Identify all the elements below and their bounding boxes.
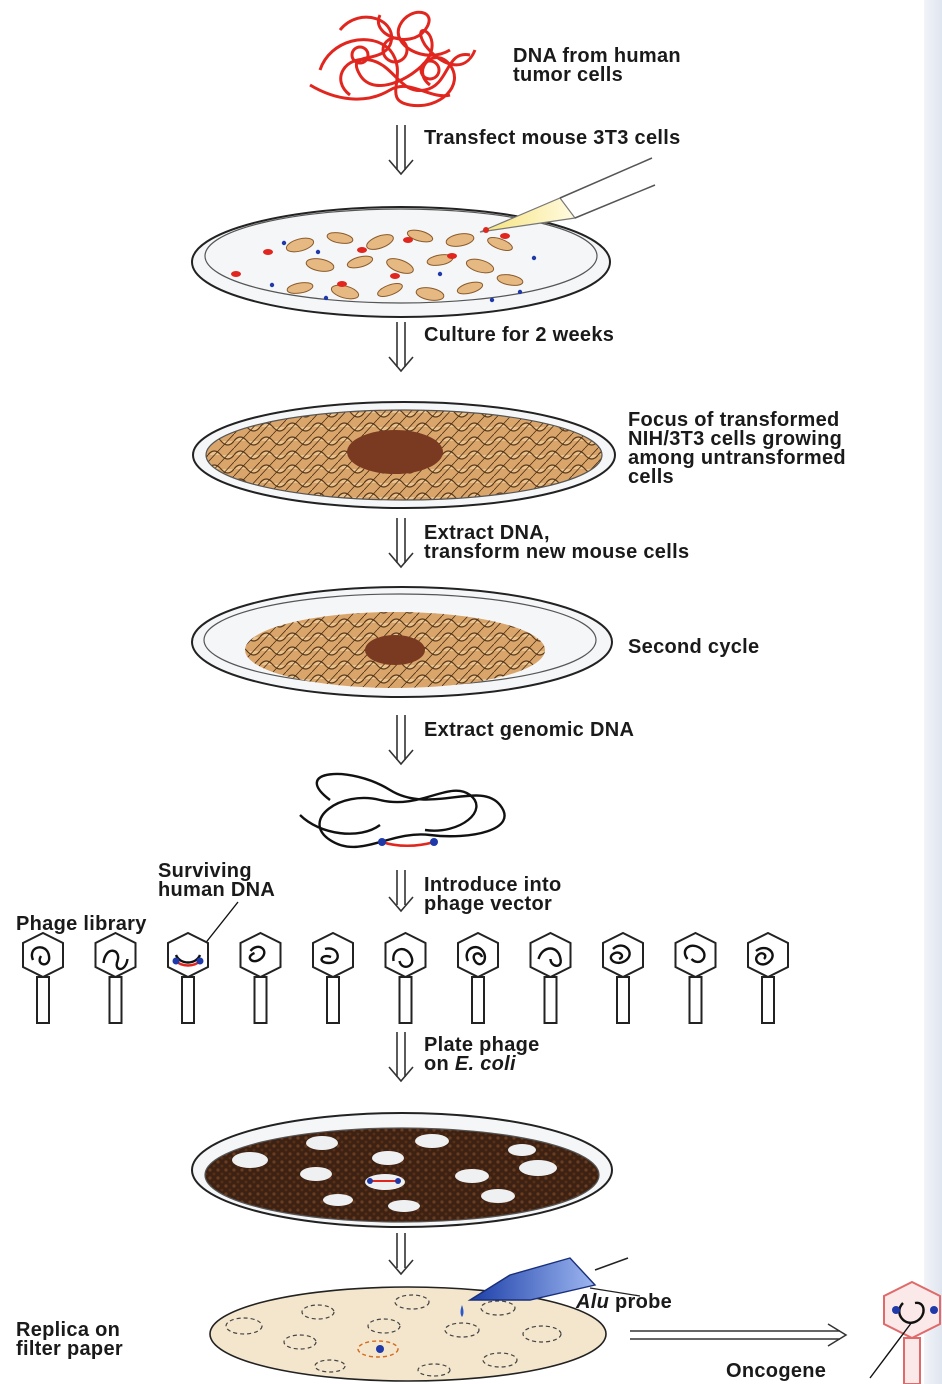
genomic-dna-tangle — [300, 774, 505, 847]
oncogene-label: Oncogene — [726, 1362, 826, 1381]
second-cycle-label: Second cycle — [628, 638, 759, 657]
right-arrow — [630, 1324, 846, 1346]
phage-particle — [748, 933, 788, 1023]
dish-focus — [193, 402, 615, 508]
step-plate-label: Plate phage on E. coli — [424, 1036, 540, 1074]
step-extract-genomic-label: Extract genomic DNA — [424, 721, 634, 740]
phage-particle — [96, 933, 136, 1023]
down-arrow-6 — [389, 1032, 413, 1081]
phage-particle — [531, 933, 571, 1023]
dish-transfection — [192, 158, 655, 317]
down-arrow-4 — [389, 715, 413, 764]
dish-plaques — [192, 1113, 612, 1227]
oncogene-phage — [870, 1282, 940, 1384]
alu-probe-label: Alu probe — [576, 1293, 672, 1312]
phage-particle — [386, 933, 426, 1023]
organism-name: E. coli — [455, 1053, 516, 1075]
phage-library-label: Phage library — [16, 915, 147, 934]
phage-particle — [23, 933, 63, 1023]
down-arrow-5 — [389, 870, 413, 911]
pipette — [480, 158, 655, 233]
dish-second-cycle — [192, 587, 612, 697]
phage-particle — [313, 933, 353, 1023]
down-arrow-2 — [389, 322, 413, 371]
phage-particle — [603, 933, 643, 1023]
step-extract-transform-label: Extract DNA,transform new mouse cells — [424, 524, 689, 562]
down-arrow-1 — [389, 125, 413, 174]
phage-library — [23, 933, 788, 1023]
step-culture-label: Culture for 2 weeks — [424, 326, 614, 345]
phage-particle — [241, 933, 281, 1023]
human-dna-tangle — [310, 12, 475, 105]
phage-particle — [676, 933, 716, 1023]
step-transfect-label: Transfect mouse 3T3 cells — [424, 129, 681, 148]
down-arrow-7 — [389, 1233, 413, 1274]
phage-particle — [168, 933, 208, 1023]
down-arrow-3 — [389, 518, 413, 567]
phage-particle — [458, 933, 498, 1023]
filter-paper — [210, 1287, 606, 1381]
